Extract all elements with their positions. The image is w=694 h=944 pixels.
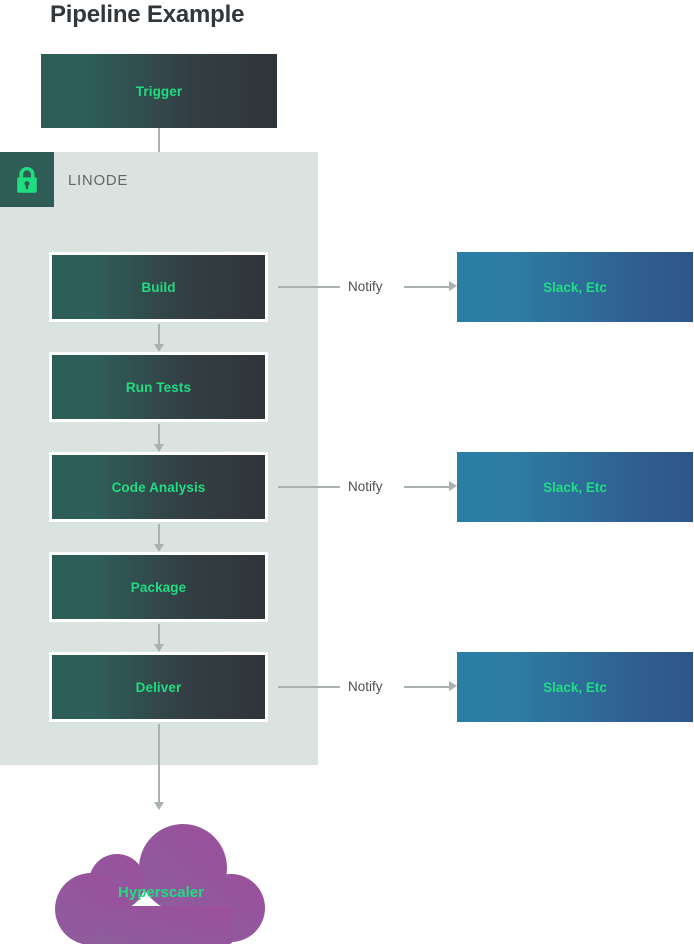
stage-label-build: Build xyxy=(141,279,176,295)
connector-shaft xyxy=(158,424,160,444)
hyperscaler-label: Hyperscaler xyxy=(118,884,204,901)
stage-box-run-tests[interactable]: Run Tests xyxy=(49,352,268,422)
page-title: Pipeline Example xyxy=(50,1,245,28)
notify-label: Notify xyxy=(348,279,383,294)
connector-deliver-to-hyperscaler xyxy=(149,724,169,810)
notify-connector-deliver: Notify xyxy=(278,677,458,697)
stage-label-run-tests: Run Tests xyxy=(125,379,192,395)
notify-line-right xyxy=(404,286,450,288)
notify-line-right xyxy=(404,686,450,688)
stage-box-build[interactable]: Build xyxy=(49,252,268,322)
notify-line-left xyxy=(278,286,340,288)
connector-build-to-run-tests xyxy=(149,324,169,352)
connector-shaft xyxy=(158,624,160,644)
notify-target-label-3: Slack, Etc xyxy=(543,679,607,695)
notify-line-left xyxy=(278,686,340,688)
notify-label: Notify xyxy=(348,479,383,494)
connector-arrowhead xyxy=(154,544,164,552)
connector-code-analysis-to-package xyxy=(149,524,169,552)
notify-connector-code-analysis: Notify xyxy=(278,477,458,497)
connector-package-to-deliver xyxy=(149,624,169,652)
connector-shaft xyxy=(158,724,160,802)
notify-line-right xyxy=(404,486,450,488)
connector-run-tests-to-code-analysis xyxy=(149,424,169,452)
stage-box-package[interactable]: Package xyxy=(49,552,268,622)
connector-arrowhead xyxy=(154,644,164,652)
notify-target-box-2[interactable]: Slack, Etc xyxy=(457,452,693,522)
stage-box-deliver[interactable]: Deliver xyxy=(49,652,268,722)
notify-arrowhead xyxy=(449,681,457,691)
notify-connector-build: Notify xyxy=(278,277,458,297)
notify-arrowhead xyxy=(449,481,457,491)
connector-arrowhead xyxy=(154,802,164,810)
notify-target-label-1: Slack, Etc xyxy=(543,279,607,295)
notify-target-box-1[interactable]: Slack, Etc xyxy=(457,252,693,322)
stage-label-package: Package xyxy=(130,579,187,595)
notify-target-label-2: Slack, Etc xyxy=(543,479,607,495)
connector-arrowhead xyxy=(154,344,164,352)
stage-box-trigger[interactable]: Trigger xyxy=(41,54,277,128)
stage-box-code-analysis[interactable]: Code Analysis xyxy=(49,452,268,522)
connector-shaft xyxy=(158,524,160,544)
hyperscaler-cloud[interactable]: Hyperscaler xyxy=(55,820,267,944)
stage-label-code-analysis: Code Analysis xyxy=(111,479,206,495)
secured-zone-label: LINODE xyxy=(68,172,129,189)
stage-label-trigger: Trigger xyxy=(135,83,183,99)
connector-arrowhead xyxy=(154,444,164,452)
notify-arrowhead xyxy=(449,281,457,291)
connector-shaft xyxy=(158,324,160,344)
notify-line-left xyxy=(278,486,340,488)
stage-label-deliver: Deliver xyxy=(135,679,182,695)
notify-label: Notify xyxy=(348,679,383,694)
notify-target-box-3[interactable]: Slack, Etc xyxy=(457,652,693,722)
lock-icon xyxy=(0,152,54,207)
cloud-shape xyxy=(55,824,265,944)
